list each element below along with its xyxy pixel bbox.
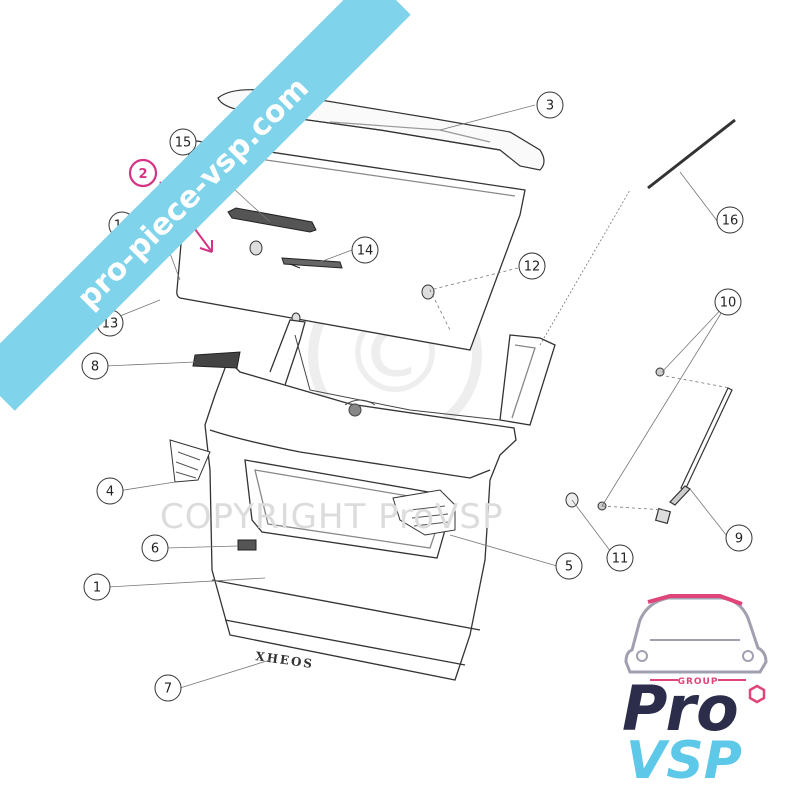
callout-3: 3: [536, 91, 564, 119]
callout-number: 9: [735, 532, 743, 547]
callout-number: 5: [565, 560, 573, 575]
provsp-logo: GROUP Pro VSP: [622, 594, 768, 791]
callout-number: 14: [357, 244, 374, 259]
part-rear-window-glass: [176, 139, 526, 351]
callout-circle: [555, 552, 583, 580]
logo-pro-text: Pro: [622, 672, 739, 745]
copyright-watermark-text: COPYRIGHT ProVSP: [160, 497, 503, 537]
callout-circle: [141, 534, 169, 562]
callout-circle: [154, 674, 182, 702]
part-seal-strip: [647, 118, 736, 190]
callout-circle: [83, 573, 111, 601]
callout-number: 16: [722, 214, 739, 229]
callout-number: 11: [612, 552, 629, 567]
callout-9: 9: [725, 524, 753, 552]
callout-4: 4: [96, 477, 124, 505]
callout-7: 7: [154, 674, 182, 702]
callout-circle: [716, 206, 744, 234]
callout-11: 11: [606, 544, 634, 572]
callout-number: 3: [546, 99, 554, 114]
callout-10: 10: [714, 288, 742, 316]
callout-circle: [81, 352, 109, 380]
callout-number: 8: [91, 360, 99, 375]
callout-14: 14: [351, 236, 379, 264]
callout-circle: [725, 524, 753, 552]
callout-2-number: 2: [138, 167, 147, 182]
tailgate-inner-lines: [294, 334, 501, 421]
part-tailgate: [204, 319, 556, 681]
callout-circle: [714, 288, 742, 316]
callout-8: 8: [81, 352, 109, 380]
callout-12: 12: [518, 252, 546, 280]
part-left-trim: [169, 439, 211, 483]
callout-number: 6: [151, 542, 159, 557]
part-wiper-arm: [227, 207, 317, 233]
callout-16: 16: [716, 206, 744, 234]
part-wiper-blade: [281, 257, 343, 269]
part-gas-strut: [654, 387, 733, 525]
part-fasteners: [565, 367, 665, 511]
callout-number: 15: [175, 136, 192, 151]
logo-vsp-text: VSP: [626, 731, 742, 791]
callout-circle: [169, 128, 197, 156]
callout-circle: [518, 252, 546, 280]
part-badge-text: XHEOS: [255, 649, 315, 671]
callout-number: 1: [93, 581, 101, 596]
callout-number: 7: [164, 682, 172, 697]
callout-number: 12: [524, 260, 541, 275]
callout-6: 6: [141, 534, 169, 562]
callout-circle: [536, 91, 564, 119]
part-clip: [237, 539, 257, 551]
callout-circle: [351, 236, 379, 264]
callout-circle: [606, 544, 634, 572]
highlight-callout-2: 2: [128, 158, 158, 188]
callout-1: 1: [83, 573, 111, 601]
callout-group: 134567891011121213141516: [81, 91, 753, 702]
callout-circle: [96, 477, 124, 505]
part-right-trim: [392, 489, 456, 536]
part-emblem: [192, 351, 241, 369]
callout-number: 10: [720, 296, 737, 311]
logo-group-text: GROUP: [678, 677, 719, 687]
callout-15: 15: [169, 128, 197, 156]
car-outline-icon: [624, 596, 768, 674]
callout-number: 4: [106, 485, 114, 500]
callout-5: 5: [555, 552, 583, 580]
callout-number: 13: [102, 317, 119, 332]
